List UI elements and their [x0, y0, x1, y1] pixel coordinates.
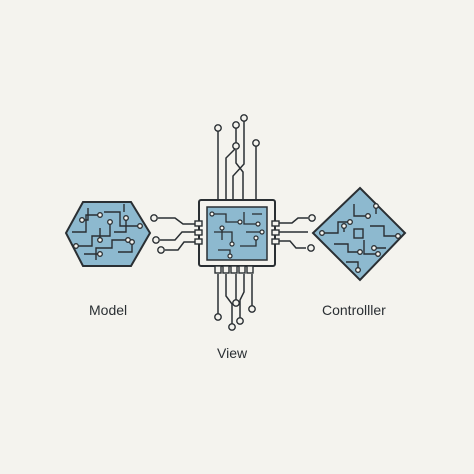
model-node	[64, 201, 152, 267]
model-to-view-connections	[158, 217, 198, 251]
controller-side-terminals	[307, 214, 316, 252]
controller-circuit-pads	[319, 203, 401, 273]
view-chip-core-icon	[206, 206, 268, 261]
controller-chip-icon	[353, 228, 364, 239]
controller-node	[311, 186, 407, 282]
view-bottom-terminals	[214, 299, 256, 331]
view-top-terminals	[214, 114, 260, 150]
model-hexagon-icon	[64, 201, 152, 267]
model-label: Model	[89, 302, 128, 318]
view-node	[194, 114, 280, 331]
view-bottom-pins	[214, 265, 254, 274]
model-side-terminals	[150, 214, 165, 254]
model-circuit-pads	[73, 212, 143, 257]
view-to-controller-connections	[279, 217, 308, 249]
controller-label: Controlller	[322, 302, 386, 318]
view-chip-pads	[209, 211, 265, 259]
view-top-traces	[217, 121, 257, 200]
view-label: View	[217, 345, 248, 361]
view-bottom-traces	[217, 274, 253, 324]
